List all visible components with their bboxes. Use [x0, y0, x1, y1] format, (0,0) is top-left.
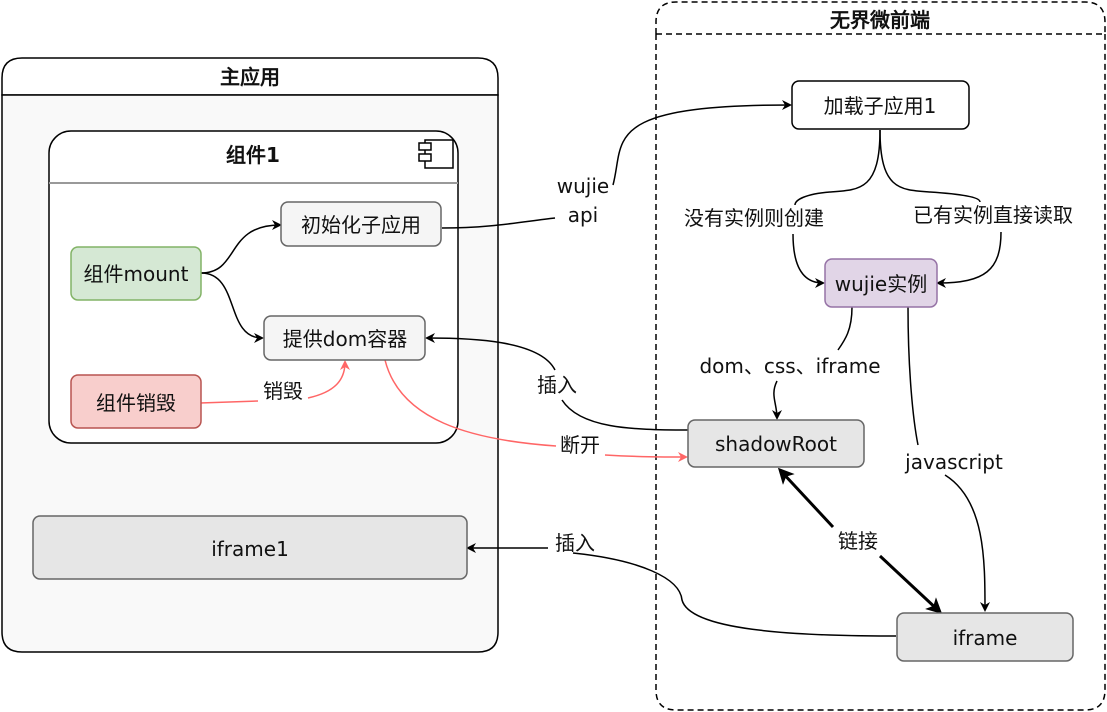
label-link: 链接: [838, 529, 878, 553]
edge-destroy-dom: [199, 400, 259, 404]
edge-instance-iframe: [907, 306, 919, 446]
label-javascript: javascript: [904, 450, 1003, 474]
label-insert-dom: 插入: [537, 373, 577, 397]
load-subapp-label: 加载子应用1: [824, 94, 937, 118]
component-mount-label: 组件mount: [84, 262, 189, 286]
edge-shadow-iframe: [777, 467, 835, 529]
node-iframe1[interactable]: iframe1: [32, 515, 468, 580]
edge-load-read: [879, 129, 981, 203]
label-create-if-none: 没有实例则创建: [684, 206, 824, 230]
node-component-destroy[interactable]: 组件销毁: [70, 374, 202, 429]
edge-instance-shadow: [837, 306, 853, 351]
wujie-title: 无界微前端: [830, 8, 930, 32]
wujie-instance-label: wujie实例: [835, 272, 927, 296]
component-destroy-label: 组件销毁: [96, 391, 176, 415]
label-read-existing: 已有实例直接读取: [913, 203, 1073, 227]
label-wujie: wujie: [557, 174, 609, 198]
node-init-subapp[interactable]: 初始化子应用: [280, 201, 442, 247]
label-api: api: [568, 203, 599, 227]
component-title: 组件1: [226, 143, 280, 167]
label-destroy: 销毁: [263, 379, 303, 403]
edge-mount-init: [200, 220, 282, 274]
edges: [199, 100, 1002, 637]
wujie-container: 无界微前端: [655, 1, 1106, 711]
node-load-subapp[interactable]: 加载子应用1: [791, 80, 970, 130]
edge-iframe-iframe1: [572, 552, 897, 637]
label-disconnect: 断开: [560, 433, 600, 457]
edge-dom-shadow: [384, 359, 557, 447]
edge-load-create: [794, 129, 881, 206]
provide-dom-label: 提供dom容器: [283, 327, 407, 351]
iframe-label: iframe: [953, 626, 1018, 650]
main-app-title: 主应用: [220, 65, 280, 89]
component-icon: [418, 139, 454, 169]
node-wujie-instance[interactable]: wujie实例: [824, 258, 938, 308]
node-component-mount[interactable]: 组件mount: [70, 246, 202, 301]
node-shadow-root[interactable]: shadowRoot: [687, 419, 865, 468]
label-insert-iframe: 插入: [555, 531, 595, 555]
edge-shadow-dom: [561, 399, 689, 431]
edge-init-load: [441, 217, 556, 229]
edge-labels: wujie api 没有实例则创建 已有实例直接读取 dom、css、ifram…: [263, 174, 1073, 555]
edge-mount-dom: [200, 272, 264, 343]
shadow-root-label: shadowRoot: [715, 432, 837, 456]
node-provide-dom[interactable]: 提供dom容器: [263, 315, 426, 361]
node-iframe[interactable]: iframe: [896, 612, 1074, 662]
iframe1-label: iframe1: [211, 537, 289, 561]
init-subapp-label: 初始化子应用: [301, 213, 421, 237]
label-dom-css-iframe: dom、css、iframe: [699, 354, 880, 378]
